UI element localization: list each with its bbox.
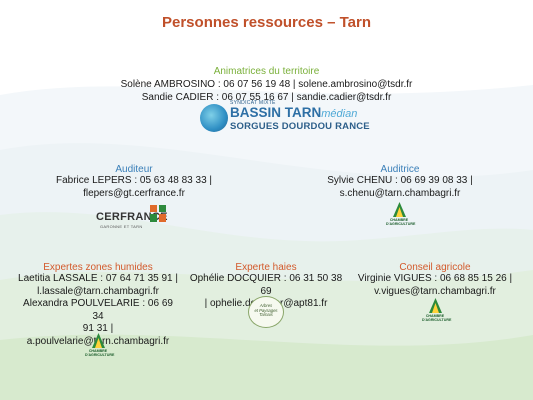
zones-humides-heading: Expertes zones humides bbox=[43, 262, 153, 273]
zones-humides-line: l.lassale@tarn.chambagri.fr bbox=[37, 285, 159, 297]
conseil-line: Virginie VIGUES : 06 68 85 15 26 | bbox=[357, 273, 513, 284]
animatrice-line: Solène AMBROSINO : 06 07 56 19 48 | sole… bbox=[120, 79, 413, 90]
animatrices-heading: Animatrices du territoire bbox=[213, 66, 320, 77]
auditrice-line: s.chenu@tarn.chambagri.fr bbox=[339, 187, 461, 199]
auditeur-line: Fabrice LEPERS : 05 63 48 83 33 | bbox=[55, 175, 213, 186]
cerfrance-sub: GARONNE ET TARN bbox=[100, 224, 143, 229]
logo-main: BASSIN TARN bbox=[230, 105, 322, 120]
auditeur-line: flepers@gt.cerfrance.fr bbox=[83, 187, 185, 199]
page-title: Personnes ressources – Tarn bbox=[162, 14, 371, 31]
zones-humides-line: Laetitia LASSALE : 07 64 71 35 91 | bbox=[18, 273, 178, 284]
animatrices-block: Animatrices du territoire Solène AMBROSI… bbox=[0, 66, 533, 104]
logo-italic: médian bbox=[321, 108, 358, 120]
auditrice-block: Auditrice Sylvie CHENU : 06 69 39 08 33 … bbox=[320, 164, 480, 200]
cerfrance-name: CERFRANCE bbox=[96, 211, 168, 223]
cerfrance-logo: CERFRANCE GARONNE ET TARN bbox=[96, 205, 174, 231]
logo-sub-text: SORGUES DOURDOU RANCE bbox=[230, 121, 370, 132]
conseil-heading: Conseil agricole bbox=[399, 262, 471, 273]
chambre-agriculture-icon bbox=[393, 202, 406, 217]
bassin-tarn-logo: SYNDICAT MIXTE BASSIN TARNmédian SORGUES… bbox=[200, 100, 370, 134]
tree-icon bbox=[248, 296, 284, 328]
auditrice-heading: Auditrice bbox=[380, 164, 420, 175]
zones-humides-line: 91 31 | bbox=[82, 323, 114, 334]
haies-line: Ophélie DOCQUIER : 06 31 50 38 69 bbox=[189, 273, 343, 297]
chambre-agriculture-icon bbox=[92, 333, 105, 348]
auditrice-line: Sylvie CHENU : 06 69 39 08 33 | bbox=[327, 175, 473, 186]
conseil-block: Conseil agricole Virginie VIGUES : 06 68… bbox=[355, 262, 515, 298]
zones-humides-line: Alexandra POULVELARIE : 06 69 34 bbox=[23, 298, 173, 322]
auditeur-block: Auditeur Fabrice LEPERS : 05 63 48 83 33… bbox=[54, 164, 214, 200]
logo-small-text: SYNDICAT MIXTE bbox=[230, 100, 276, 106]
logo-main-text: BASSIN TARNmédian bbox=[230, 105, 357, 120]
conseil-line: v.vigues@tarn.chambagri.fr bbox=[374, 285, 496, 297]
animatrice-line: Sandie CADIER : 06 07 55 16 67 | sandie.… bbox=[141, 91, 392, 103]
cerfrance-mark-icon bbox=[150, 205, 166, 222]
haies-heading: Experte haies bbox=[235, 262, 297, 273]
auditeur-heading: Auditeur bbox=[115, 164, 153, 175]
water-drop-icon bbox=[200, 104, 228, 132]
chambre-agriculture-icon bbox=[429, 298, 442, 313]
